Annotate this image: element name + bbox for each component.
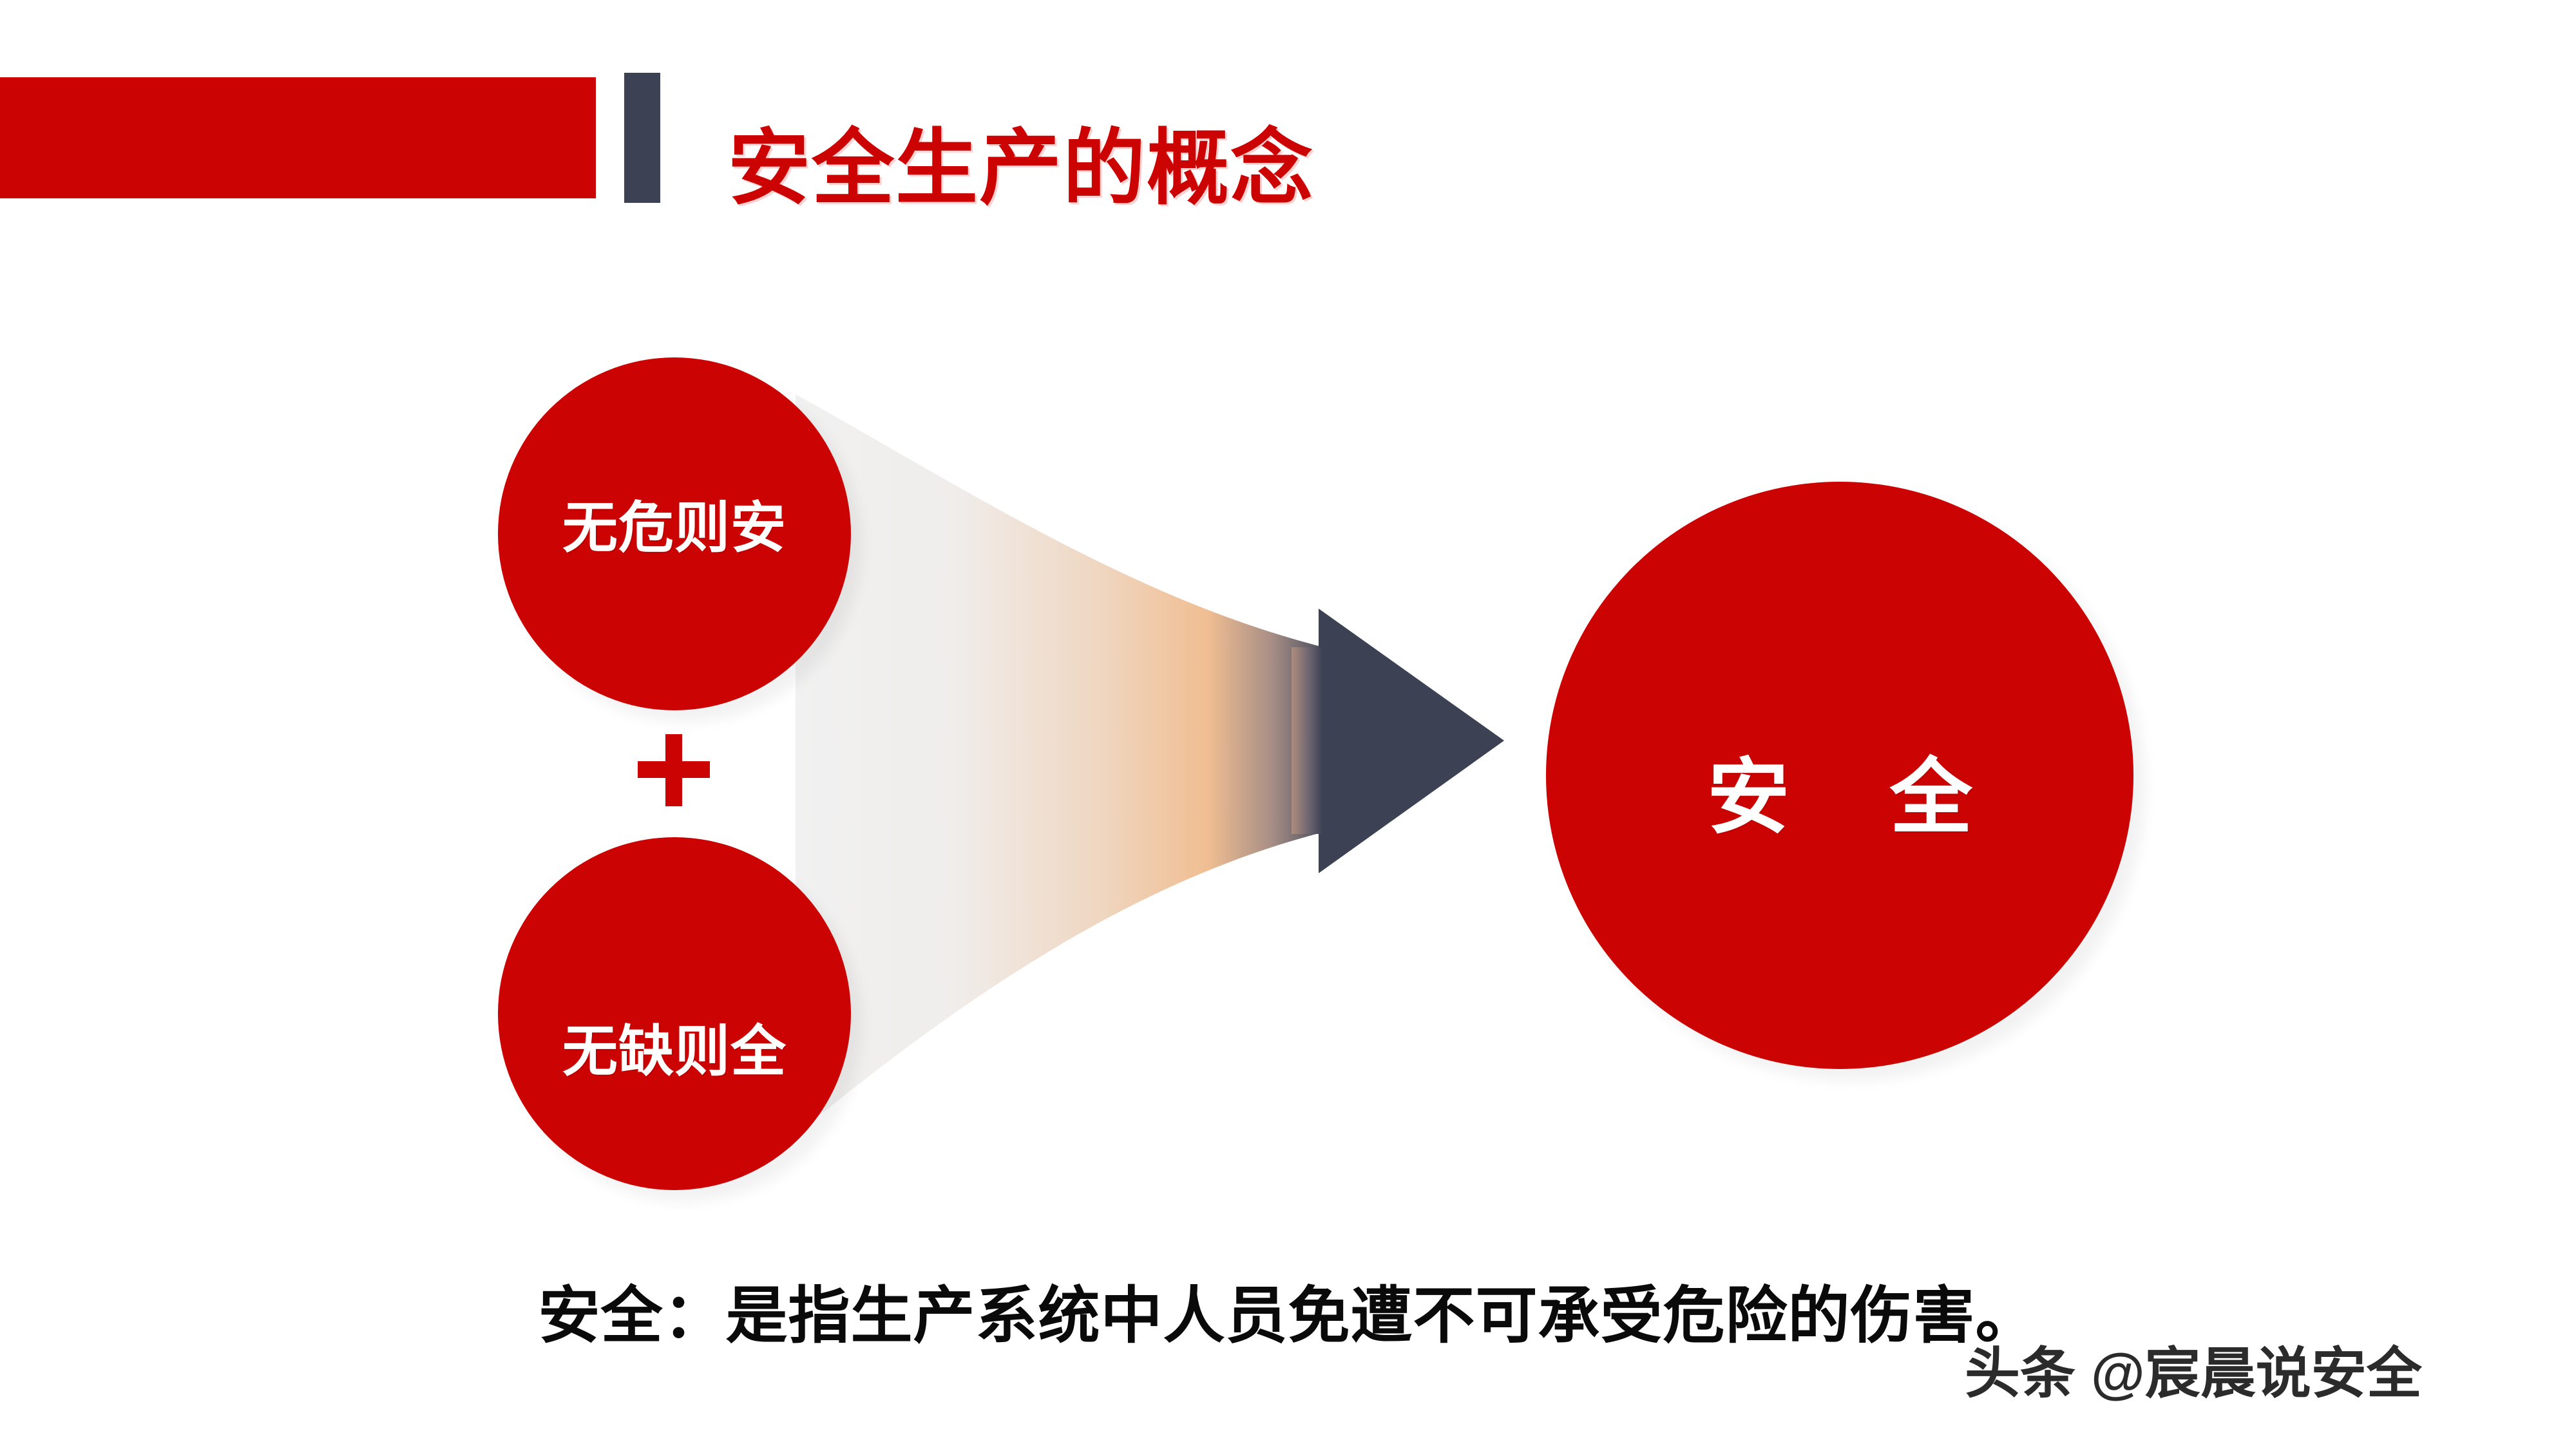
header-navy-divider — [624, 73, 660, 203]
output-circle-safety-label: 安 全 — [1707, 751, 2011, 844]
plus-operator-icon — [638, 734, 710, 806]
page-title: 安全生产的概念 — [728, 122, 1315, 214]
header-red-band — [0, 77, 596, 198]
input-circle-no-defect-label: 无缺则全 — [562, 1020, 787, 1083]
caption-text: 安全：是指生产系统中人员免遭不可承受危险的伤害。 — [538, 1282, 2038, 1350]
output-circle-safety[interactable]: 安 全 — [1546, 482, 2133, 1069]
watermark-text: 头条 @宸晨说安全 — [1965, 1343, 2422, 1405]
input-circle-no-defect[interactable]: 无缺则全 — [498, 837, 851, 1190]
input-circle-no-hazard[interactable]: 无危则安 — [498, 357, 851, 710]
plus-vertical-bar — [665, 734, 682, 806]
input-circle-no-hazard-label: 无危则安 — [562, 497, 787, 559]
